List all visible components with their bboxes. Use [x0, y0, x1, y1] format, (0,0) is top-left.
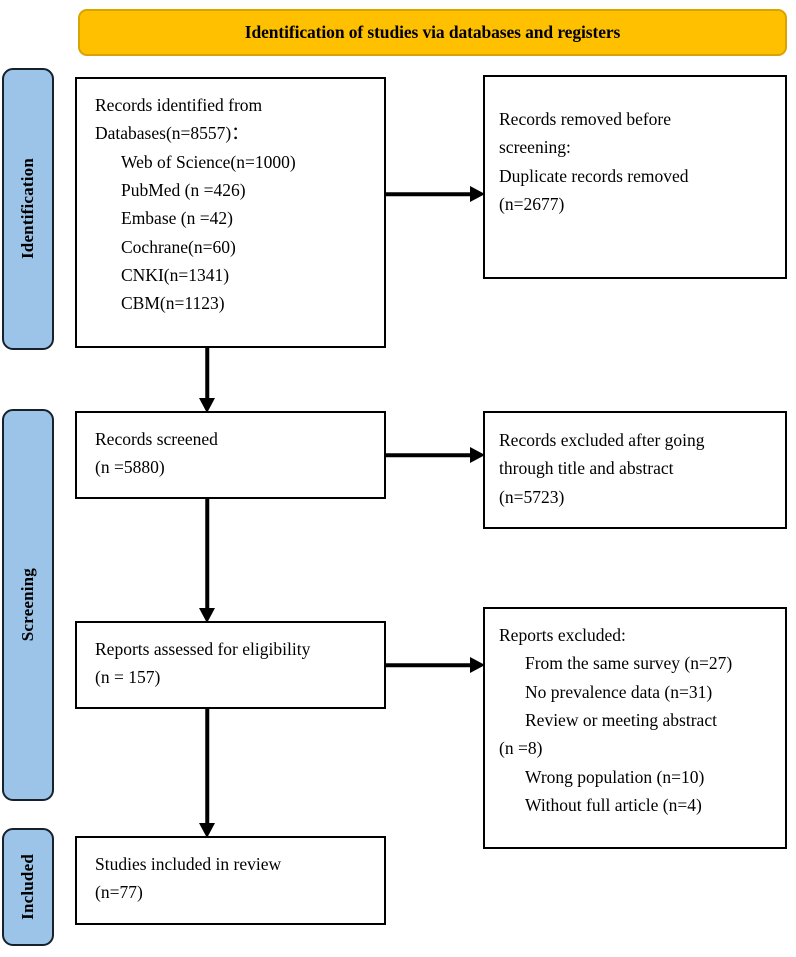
arrow-identified-to-removed [386, 185, 485, 203]
studies-included-count: (n=77) [95, 882, 143, 903]
arrow-shaft [386, 192, 474, 196]
banner-title: Identification of studies via databases … [244, 22, 621, 42]
exclusion-reason-no-prevalence-data: No prevalence data (n=31) [525, 681, 713, 702]
exclusion-reason-review-or-abstract: Review or meeting abstract [525, 710, 717, 731]
exclusion-reason-without-full-article: Without full article (n=4) [525, 795, 702, 816]
arrowhead-down-icon [199, 398, 215, 413]
records-identified-line-1: Records identified from [95, 95, 263, 115]
database-source-pubmed: PubMed (n =426) [121, 180, 246, 201]
records-removed-line-1: Records removed before [499, 109, 672, 129]
database-source-cbm: CBM(n=1123) [121, 293, 225, 314]
records-removed-line-2: screening: [499, 137, 571, 158]
box-reports-excluded: Reports excluded: From the same survey (… [483, 607, 787, 849]
box-studies-included: Studies included in review (n=77) [75, 836, 386, 925]
records-excluded-line-2: through title and abstract [499, 458, 674, 479]
arrow-shaft [205, 709, 209, 827]
records-screened-label: Records screened [95, 429, 218, 449]
arrowhead-right-icon [470, 186, 485, 202]
records-excluded-count: (n=5723) [499, 486, 565, 507]
stage-label-included: Included [2, 828, 54, 946]
arrowhead-down-icon [199, 608, 215, 623]
box-records-screened: Records screened (n =5880) [75, 411, 386, 499]
box-records-removed: Records removed before screening: Duplic… [483, 75, 787, 279]
arrowhead-down-icon [199, 823, 215, 838]
stage-label-identification-text: Identification [18, 158, 37, 260]
arrow-screened-to-eligibility [198, 499, 216, 623]
database-source-web-of-science: Web of Science(n=1000) [121, 151, 296, 172]
arrow-shaft [205, 499, 209, 612]
records-removed-count: (n=2677) [499, 194, 565, 215]
records-identified-line-2: Databases(n=8557)： [95, 123, 249, 144]
records-excluded-line-1: Records excluded after going [499, 430, 705, 450]
arrow-shaft [205, 348, 209, 402]
arrow-screened-to-excluded [386, 446, 485, 464]
records-removed-line-3: Duplicate records removed [499, 165, 689, 186]
arrowhead-right-icon [470, 657, 485, 673]
arrow-shaft [386, 453, 474, 457]
box-records-identified: Records identified from Databases(n=8557… [75, 77, 386, 348]
box-reports-assessed-eligibility: Reports assessed for eligibility (n = 15… [75, 621, 386, 709]
reports-assessed-count: (n = 157) [95, 667, 161, 688]
studies-included-label: Studies included in review [95, 854, 282, 874]
exclusion-reason-same-survey: From the same survey (n=27) [525, 653, 733, 674]
exclusion-reason-review-or-abstract-count: (n =8) [499, 738, 543, 759]
stage-label-screening-text: Screening [18, 568, 37, 642]
diagram-header-banner: Identification of studies via databases … [78, 9, 787, 56]
stage-label-screening: Screening [2, 409, 54, 801]
database-source-embase: Embase (n =42) [121, 208, 233, 229]
stage-label-included-text: Included [18, 854, 37, 920]
records-screened-count: (n =5880) [95, 457, 165, 478]
arrow-shaft [386, 663, 474, 667]
database-source-cnki: CNKI(n=1341) [121, 265, 230, 286]
reports-excluded-heading: Reports excluded: [499, 625, 626, 645]
arrowhead-right-icon [470, 447, 485, 463]
database-source-cochrane: Cochrane(n=60) [121, 236, 236, 257]
reports-assessed-label: Reports assessed for eligibility [95, 639, 311, 659]
arrow-eligibility-to-included [198, 709, 216, 838]
arrow-identified-to-screened [198, 348, 216, 413]
arrow-eligibility-to-excluded [386, 656, 485, 674]
exclusion-reason-wrong-population: Wrong population (n=10) [525, 766, 705, 787]
box-records-excluded-screening: Records excluded after going through tit… [483, 411, 787, 529]
stage-label-identification: Identification [2, 68, 54, 350]
